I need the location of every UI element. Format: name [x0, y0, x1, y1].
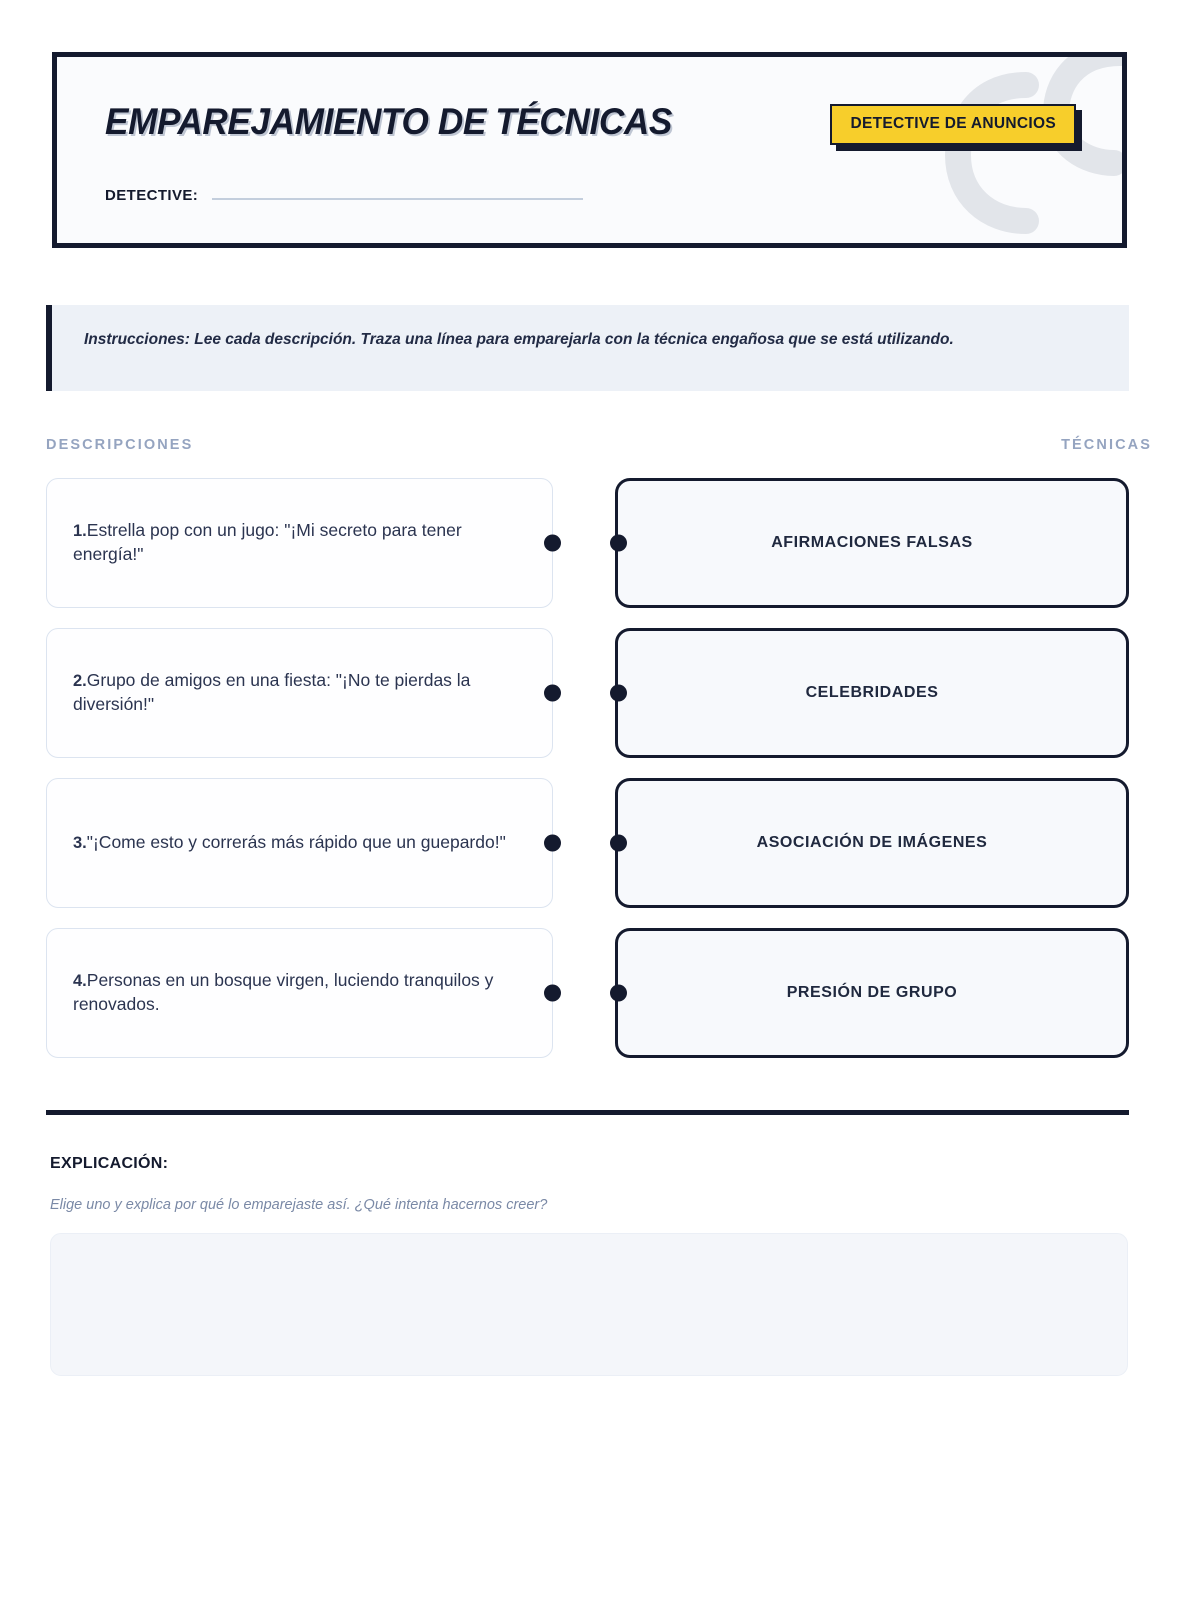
description-content: 1.Estrella pop con un jugo: "¡Mi secreto… [73, 519, 518, 566]
explanation-answer-box[interactable] [50, 1233, 1128, 1376]
page-title: EMPAREJAMIENTO DE TÉCNICAS [105, 101, 672, 142]
technique-label: CELEBRIDADES [805, 684, 939, 701]
swirl-watermark-icon [944, 57, 1122, 234]
instructions-text: Instrucciones: Lee cada descripción. Tra… [84, 331, 954, 348]
match-row: 1.Estrella pop con un jugo: "¡Mi secreto… [46, 478, 1129, 608]
detective-name-input[interactable] [212, 198, 584, 200]
connector-dot-left[interactable] [543, 534, 561, 552]
connector-dot-right[interactable] [609, 534, 627, 552]
connector-gap [553, 628, 615, 758]
technique-box[interactable]: PRESIÓN DE GRUPO [609, 928, 1129, 1058]
description-card[interactable]: 4.Personas en un bosque virgen, luciendo… [46, 928, 561, 1058]
connector-gap [553, 778, 615, 908]
connector-dot-right[interactable] [609, 684, 627, 702]
detective-name-row: DETECTIVE: [105, 187, 584, 204]
description-number: 2. [73, 672, 87, 691]
description-number: 3. [73, 834, 87, 853]
connector-gap [553, 928, 615, 1058]
description-text: "¡Come esto y correrás más rápido que un… [86, 832, 506, 853]
description-content: 2.Grupo de amigos en una fiesta: "¡No te… [73, 669, 518, 716]
description-card[interactable]: 1.Estrella pop con un jugo: "¡Mi secreto… [46, 478, 561, 608]
detective-name-label: DETECTIVE: [105, 187, 199, 204]
description-content: 3."¡Come esto y correrás más rápido que … [73, 831, 506, 855]
connector-gap [553, 478, 615, 608]
techniques-column-header: TÉCNICAS [1061, 437, 1152, 453]
technique-box[interactable]: CELEBRIDADES [609, 628, 1129, 758]
explanation-title: EXPLICACIÓN: [50, 1155, 169, 1172]
description-number: 4. [73, 972, 87, 991]
technique-label: AFIRMACIONES FALSAS [771, 534, 973, 551]
connector-dot-right[interactable] [609, 984, 627, 1002]
matching-area: 1.Estrella pop con un jugo: "¡Mi secreto… [46, 478, 1129, 1058]
description-card[interactable]: 3."¡Come esto y correrás más rápido que … [46, 778, 561, 908]
description-content: 4.Personas en un bosque virgen, luciendo… [73, 969, 518, 1016]
technique-label: PRESIÓN DE GRUPO [786, 984, 958, 1001]
description-number: 1. [73, 522, 87, 541]
instructions-panel: Instrucciones: Lee cada descripción. Tra… [46, 305, 1129, 391]
description-text: Grupo de amigos en una fiesta: "¡No te p… [73, 670, 471, 715]
match-row: 3."¡Come esto y correrás más rápido que … [46, 778, 1129, 908]
technique-box[interactable]: AFIRMACIONES FALSAS [609, 478, 1129, 608]
status-badge: DETECTIVE DE ANUNCIOS [830, 104, 1076, 145]
match-row: 4.Personas en un bosque virgen, luciendo… [46, 928, 1129, 1058]
description-text: Personas en un bosque virgen, luciendo t… [73, 970, 494, 1015]
connector-dot-left[interactable] [543, 984, 561, 1002]
match-row: 2.Grupo de amigos en una fiesta: "¡No te… [46, 628, 1129, 758]
description-card[interactable]: 2.Grupo de amigos en una fiesta: "¡No te… [46, 628, 561, 758]
section-divider [46, 1110, 1129, 1115]
explanation-section: EXPLICACIÓN: Elige uno y explica por qué… [50, 1155, 1128, 1376]
connector-dot-right[interactable] [609, 834, 627, 852]
connector-dot-left[interactable] [543, 684, 561, 702]
header-panel: EMPAREJAMIENTO DE TÉCNICAS DETECTIVE DE … [52, 52, 1127, 248]
descriptions-column-header: DESCRIPCIONES [46, 437, 194, 453]
connector-dot-left[interactable] [543, 834, 561, 852]
description-text: Estrella pop con un jugo: "¡Mi secreto p… [73, 520, 462, 565]
explanation-hint: Elige uno y explica por qué lo emparejas… [50, 1197, 548, 1213]
technique-box[interactable]: ASOCIACIÓN DE IMÁGENES [609, 778, 1129, 908]
technique-label: ASOCIACIÓN DE IMÁGENES [756, 834, 988, 851]
